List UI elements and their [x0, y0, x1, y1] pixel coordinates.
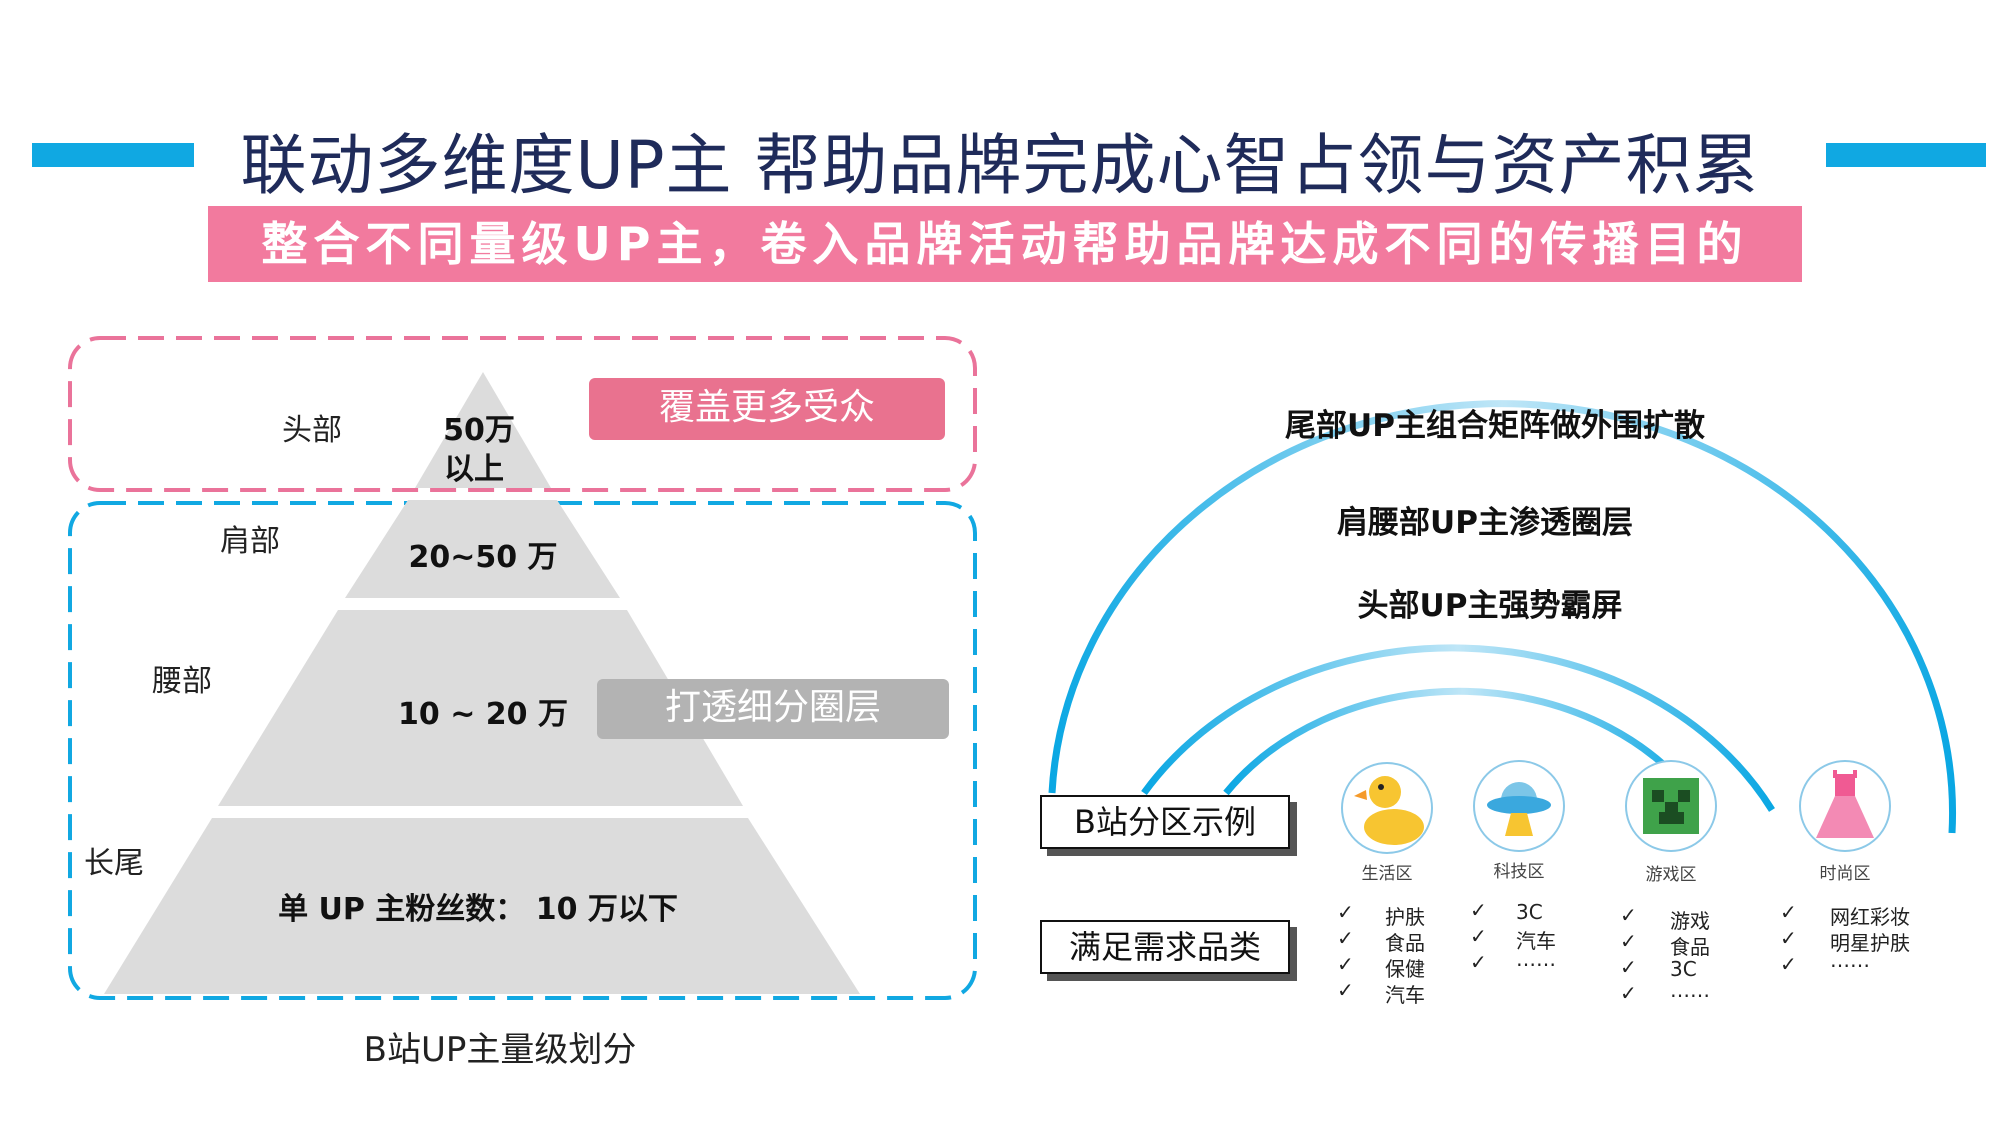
pyramid-caption: B站UP主量级划分 — [363, 1030, 637, 1070]
demand-category-label: 满足需求品类 — [1040, 920, 1290, 974]
tier-label-waist: 腰部 — [152, 664, 212, 699]
list-item: 3C — [1516, 900, 1543, 924]
list-item: …… — [1516, 947, 1556, 971]
check-icon: ✓ — [1470, 950, 1487, 974]
check-icon: ✓ — [1780, 926, 1797, 950]
arc-label-middle: 肩腰部UP主渗透圈层 — [1337, 505, 1633, 541]
check-icon: ✓ — [1337, 978, 1354, 1002]
creeper-icon — [1643, 778, 1699, 834]
check-icon: ✓ — [1620, 955, 1637, 979]
list-item: 3C — [1670, 957, 1697, 981]
subtitle-banner — [208, 206, 1802, 282]
page-title: 联动多维度UP主 帮助品牌完成心智占领与资产积累 — [240, 127, 1760, 204]
list-item: 保健 — [1385, 957, 1425, 981]
title-left-bar — [32, 143, 194, 167]
check-icon: ✓ — [1620, 903, 1637, 927]
category-name-tech: 科技区 — [1493, 862, 1545, 882]
list-item: 明星护肤 — [1830, 931, 1910, 955]
arc-outer — [1048, 399, 1957, 834]
check-icon: ✓ — [1337, 952, 1354, 976]
category-name-fashion: 时尚区 — [1819, 864, 1871, 884]
arc-label-inner: 头部UP主强势霸屏 — [1357, 588, 1623, 624]
list-item: 汽车 — [1516, 929, 1556, 953]
dress-icon — [1816, 770, 1874, 838]
subtitle-text: 整合不同量级UP主，卷入品牌活动帮助品牌达成不同的传播目的 — [261, 217, 1749, 271]
tier-value-head-line2: 以上 — [444, 452, 504, 487]
list-item: …… — [1830, 948, 1870, 972]
ufo-icon — [1487, 782, 1551, 836]
check-icon: ✓ — [1620, 929, 1637, 953]
tag-penetrate-segments: 打透细分圈层 — [597, 679, 949, 739]
arc-middle — [1141, 644, 1775, 812]
check-icon: ✓ — [1337, 926, 1354, 950]
pyramid-tail — [104, 818, 860, 994]
list-item: 汽车 — [1385, 983, 1425, 1007]
tier-value-shoulder: 20~50 万 — [408, 540, 558, 575]
list-item: 游戏 — [1670, 909, 1710, 933]
tag-cover-more-audience: 覆盖更多受众 — [589, 378, 945, 440]
check-icon: ✓ — [1337, 900, 1354, 924]
list-item: 护肤 — [1385, 905, 1425, 929]
check-icon: ✓ — [1470, 924, 1487, 948]
title-right-bar — [1826, 143, 1986, 167]
tier-value-head-line1: 50万 — [443, 413, 515, 448]
pyramid-shoulder — [345, 500, 620, 598]
list-item: …… — [1670, 978, 1710, 1002]
arc-label-outer: 尾部UP主组合矩阵做外围扩散 — [1285, 408, 1705, 444]
tier-value-tail: 单 UP 主粉丝数： 10 万以下 — [278, 892, 678, 927]
check-icon: ✓ — [1620, 981, 1637, 1005]
arc-inner — [1223, 687, 1703, 808]
head-tier-frame — [68, 336, 977, 492]
pyramid-waist — [218, 610, 743, 806]
check-icon: ✓ — [1780, 900, 1797, 924]
zone-example-label: B站分区示例 — [1040, 795, 1290, 849]
category-name-life: 生活区 — [1361, 864, 1413, 884]
tier-label-head: 头部 — [282, 413, 342, 448]
pyramid-head — [415, 372, 551, 488]
tier-label-tail: 长尾 — [84, 846, 144, 881]
check-icon: ✓ — [1470, 898, 1487, 922]
list-item: 食品 — [1670, 935, 1710, 959]
list-item: 网红彩妆 — [1830, 905, 1910, 929]
check-icon: ✓ — [1780, 952, 1797, 976]
list-item: 食品 — [1385, 931, 1425, 955]
category-name-game: 游戏区 — [1645, 865, 1697, 885]
tier-value-waist: 10 ~ 20 万 — [398, 697, 568, 732]
tier-label-shoulder: 肩部 — [220, 524, 280, 559]
duck-icon — [1354, 776, 1424, 845]
